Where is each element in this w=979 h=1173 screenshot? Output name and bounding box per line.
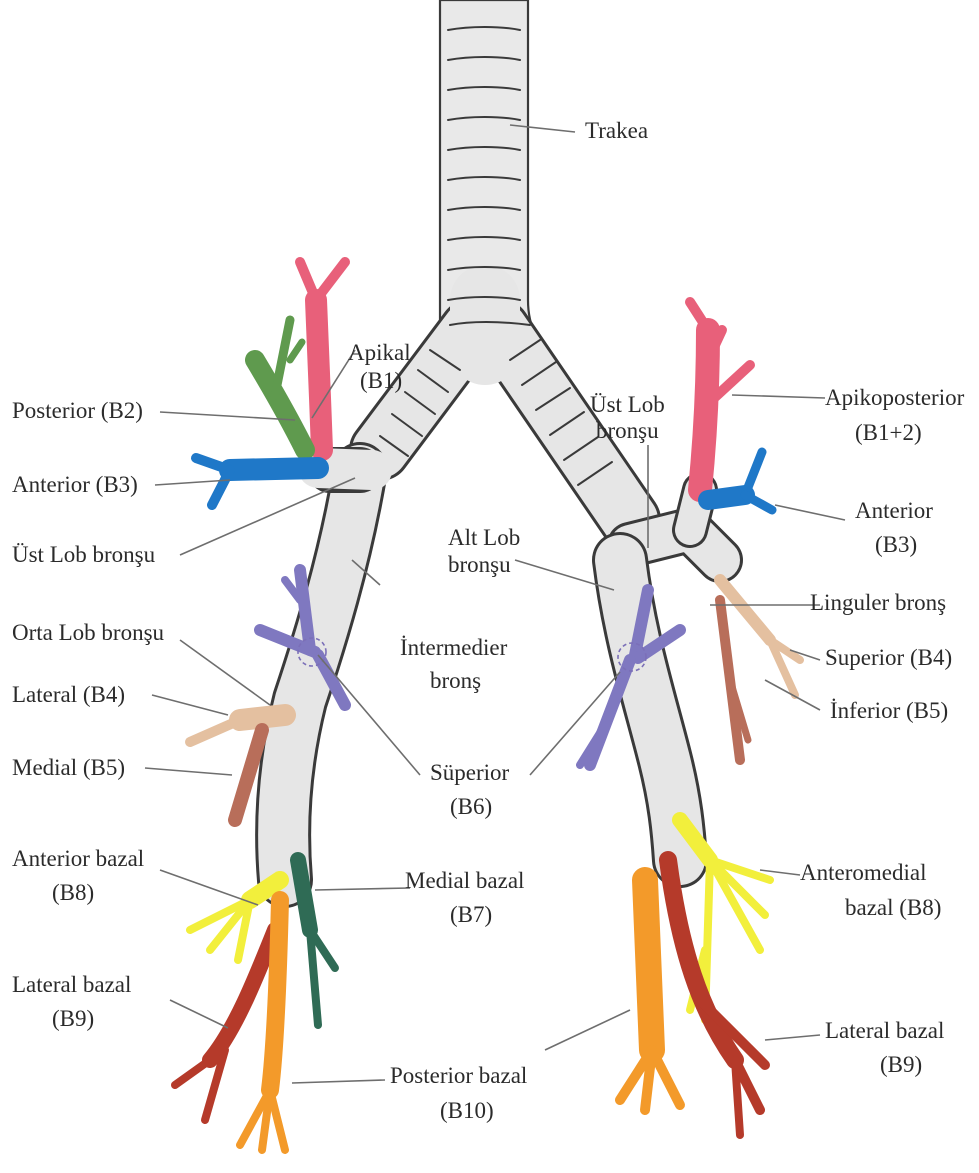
label-anteromedial-1: Anteromedial [800, 860, 926, 885]
label-posterior-basal-1: Posterior bazal [390, 1063, 527, 1088]
posterior-branch [255, 320, 305, 450]
label-lateral-b4: Lateral (B4) [12, 682, 125, 707]
posterior-basal-left [240, 900, 285, 1150]
label-lower-lobe-2: bronşu [448, 552, 511, 577]
label-anterior-b3-right-2: (B3) [875, 532, 917, 557]
label-apical-code: (B1) [360, 368, 402, 393]
label-superior-b6-2: (B6) [450, 794, 492, 819]
label-medial-basal-1: Medial bazal [405, 868, 524, 893]
lateral-basal-left [175, 930, 275, 1120]
label-middle-lobe: Orta Lob bronşu [12, 620, 165, 645]
label-upper-lobe-right-2: bronşu [596, 418, 659, 443]
label-intermediate-1: İntermedier [400, 635, 508, 660]
label-posterior-basal-2: (B10) [440, 1098, 494, 1123]
label-medial-b5: Medial (B5) [12, 755, 125, 780]
medial-basal-branch [298, 860, 335, 1025]
label-upper-lobe-right-1: Üst Lob [590, 392, 665, 417]
label-superior-b6-1: Süperior [430, 760, 510, 785]
anterior-right-branch [708, 452, 772, 510]
label-apicoposterior-1: Apikoposterior [825, 385, 965, 410]
label-anteromedial-2: bazal (B8) [845, 895, 941, 920]
label-intermediate-2: bronş [430, 668, 481, 693]
label-inferior-b5: İnferior (B5) [830, 698, 948, 723]
label-superior-b4: Superior (B4) [825, 645, 952, 670]
label-lingular: Linguler bronş [810, 590, 946, 615]
label-lateral-basal-left-code: (B9) [52, 1006, 94, 1031]
label-lower-lobe-1: Alt Lob [448, 525, 520, 550]
label-lateral-basal-right-1: Lateral bazal [825, 1018, 944, 1043]
label-apical: Apikal [348, 340, 411, 365]
label-upper-lobe-left: Üst Lob bronşu [12, 542, 156, 567]
label-anterior-basal: Anterior bazal [12, 846, 144, 871]
label-lateral-basal-left: Lateral bazal [12, 972, 131, 997]
label-posterior-b2: Posterior (B2) [12, 398, 143, 423]
label-anterior-b3-left: Anterior (B3) [12, 472, 138, 497]
label-anterior-b3-right-1: Anterior [855, 498, 933, 523]
label-medial-basal-2: (B7) [450, 902, 492, 927]
apical-branch [300, 262, 345, 450]
lingular-inferior-branch [720, 600, 748, 760]
label-apicoposterior-2: (B1+2) [855, 420, 922, 445]
label-anterior-basal-code: (B8) [52, 880, 94, 905]
label-lateral-basal-right-2: (B9) [880, 1052, 922, 1077]
label-trachea: Trakea [585, 118, 648, 143]
